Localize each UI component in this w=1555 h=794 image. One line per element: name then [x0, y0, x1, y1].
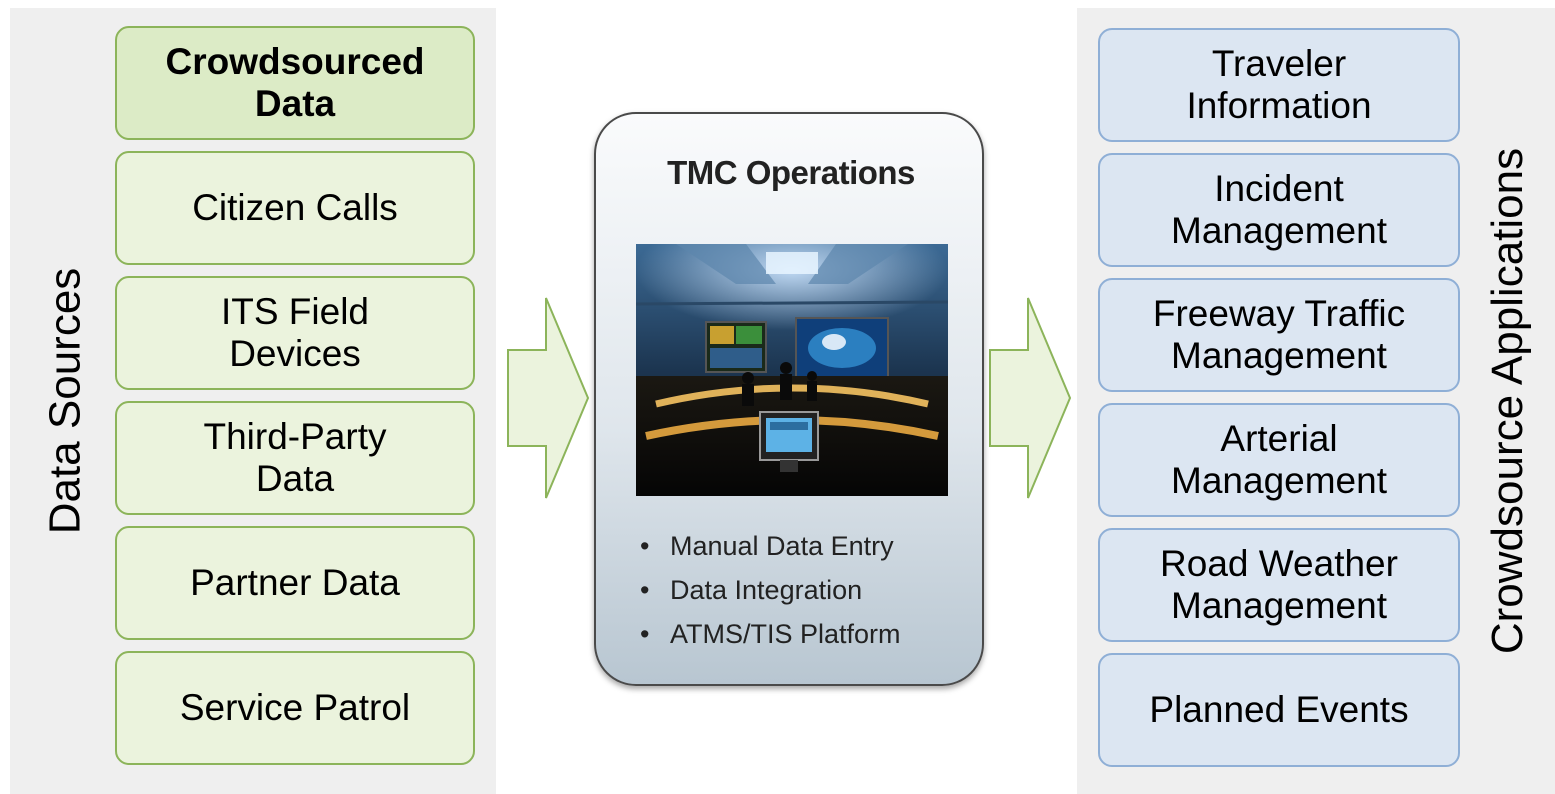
source-box-crowdsourced-data: Crowdsourced Data: [115, 26, 475, 140]
tmc-operations-card: TMC Operations: [594, 112, 984, 686]
source-box-third-party-data: Third-Party Data: [115, 401, 475, 515]
app-box-traveler-information: Traveler Information: [1098, 28, 1460, 142]
app-box-arterial-management: Arterial Management: [1098, 403, 1460, 517]
app-box-road-weather-management: Road Weather Management: [1098, 528, 1460, 642]
source-box-citizen-calls: Citizen Calls: [115, 151, 475, 265]
flow-arrow-left: [507, 297, 590, 499]
bullet-atms-tis-platform: ATMS/TIS Platform: [640, 612, 901, 656]
flow-arrow-right: [989, 297, 1072, 499]
source-box-service-patrol: Service Patrol: [115, 651, 475, 765]
source-box-its-field-devices: ITS Field Devices: [115, 276, 475, 390]
app-box-planned-events: Planned Events: [1098, 653, 1460, 767]
tmc-title: TMC Operations: [667, 154, 915, 191]
bullet-data-integration: Data Integration: [640, 568, 901, 612]
bullet-manual-data-entry: Manual Data Entry: [640, 524, 901, 568]
source-box-partner-data: Partner Data: [115, 526, 475, 640]
app-box-freeway-traffic-management: Freeway Traffic Management: [1098, 278, 1460, 392]
control-room-photo: [636, 244, 948, 496]
data-sources-label: Data Sources: [40, 267, 90, 535]
tmc-bullet-list: Manual Data Entry Data Integration ATMS/…: [640, 524, 901, 656]
app-box-incident-management: Incident Management: [1098, 153, 1460, 267]
crowdsource-applications-label: Crowdsource Applications: [1483, 147, 1533, 655]
